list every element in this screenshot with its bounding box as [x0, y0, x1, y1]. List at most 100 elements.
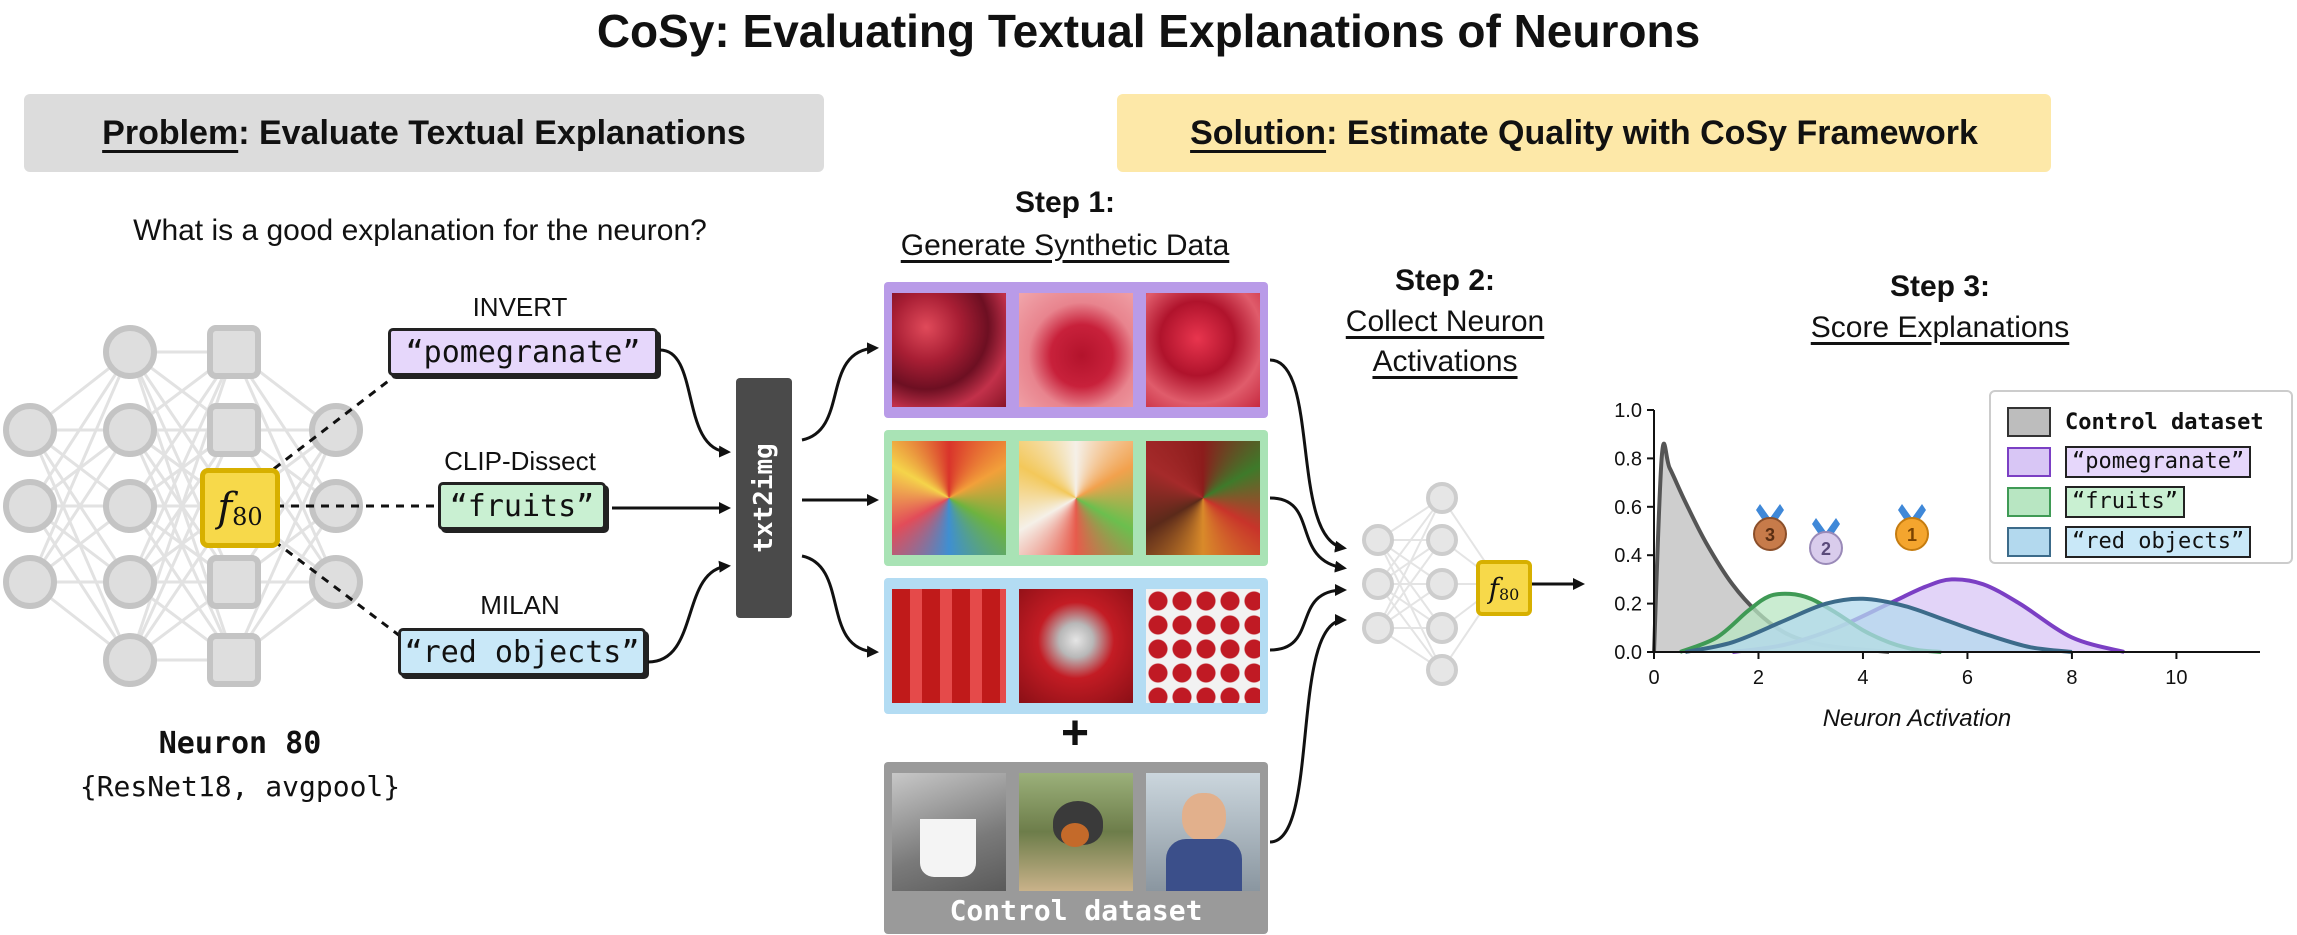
problem-rest: : Evaluate Textual Explanations: [238, 113, 746, 152]
network-node: [1362, 568, 1394, 600]
method-clip-dissect: CLIP-Dissect: [444, 446, 596, 476]
network-node: [207, 403, 261, 457]
output-neuron-symbol: f: [1488, 571, 1499, 605]
problem-banner: Problem: Evaluate Textual Explanations: [24, 94, 824, 172]
x-tick-label: 6: [1962, 667, 1973, 689]
rank-gold: 1: [1907, 525, 1917, 545]
solution-rest: : Estimate Quality with CoSy Framework: [1326, 113, 1978, 152]
series-area-0: [1654, 443, 1890, 652]
network-node: [3, 555, 57, 609]
legend-label: “fruits”: [2065, 486, 2185, 518]
y-tick-label: 0.0: [1614, 642, 1642, 664]
page-title: CoSy: Evaluating Textual Explanations of…: [596, 5, 1701, 57]
network-node: [1426, 612, 1458, 644]
network-node: [103, 325, 157, 379]
network-node: [1362, 524, 1394, 556]
network-node: [1426, 568, 1458, 600]
x-tick-label: 4: [1857, 667, 1868, 689]
x-axis-label: Neuron Activation: [1823, 705, 2012, 732]
solution-banner: Solution: Estimate Quality with CoSy Fra…: [1117, 94, 2051, 172]
legend-swatch: [2007, 447, 2051, 477]
step2-heading: Step 2:: [1394, 264, 1496, 297]
network-node: [3, 403, 57, 457]
network-node: [309, 403, 363, 457]
network-node: [103, 555, 157, 609]
txt2img-label: txt2img: [749, 443, 780, 553]
network-node: [103, 633, 157, 687]
method-invert: INVERT: [472, 292, 568, 322]
neuron-label: Neuron 80: [158, 726, 322, 761]
step1-subheading: Generate Synthetic Data: [900, 229, 1230, 262]
image-tile: [1146, 589, 1260, 703]
image-tile: [1019, 293, 1133, 407]
series-line-3: [1684, 596, 2073, 654]
x-tick-label: 0: [1648, 667, 1659, 689]
image-tile: [892, 441, 1006, 555]
image-tile: [1019, 441, 1133, 555]
image-tile: [892, 589, 1006, 703]
network-node: [1362, 612, 1394, 644]
rank-bronze: 3: [1765, 525, 1775, 545]
rank-medals: 3 2 1: [1753, 504, 1929, 565]
x-tick-label: 10: [2165, 667, 2187, 689]
question-text: What is a good explanation for the neuro…: [133, 214, 707, 247]
explanation-red-objects: “red objects”: [398, 628, 646, 676]
solution-key: Solution: [1190, 113, 1327, 152]
medal-silver: 2: [1809, 518, 1843, 565]
legend-item-control: Control dataset: [2007, 406, 2264, 438]
legend-swatch: [2007, 407, 2051, 437]
control-dataset-panel: Control dataset: [884, 762, 1268, 934]
legend-item-fruits: “fruits”: [2007, 486, 2185, 518]
image-tile: [892, 773, 1006, 891]
network-node: [1426, 654, 1458, 686]
image-tile: [1146, 293, 1260, 407]
network-node: [103, 403, 157, 457]
output-neuron-subscript: 80: [1499, 584, 1520, 604]
neural-network-diagram: [3, 325, 438, 687]
image-tile: [1019, 773, 1133, 891]
network-node: [207, 555, 261, 609]
x-tick-label: 2: [1753, 667, 1764, 689]
network-node: [207, 325, 261, 379]
synthetic-panel-red-objects: [884, 578, 1268, 714]
network-node: [207, 633, 261, 687]
legend-item-red-objects: “red objects”: [2007, 526, 2252, 558]
explanation-pomegranate: “pomegranate”: [388, 328, 658, 376]
synthetic-panel-fruits: [884, 430, 1268, 566]
image-tile: [892, 293, 1006, 407]
explanation-fruits: “fruits”: [438, 482, 606, 530]
medal-bronze: 3: [1753, 504, 1787, 551]
method-milan: MILAN: [480, 590, 560, 620]
legend-label: “red objects”: [2065, 526, 2252, 558]
network-node: [309, 555, 363, 609]
network-node: [103, 479, 157, 533]
step2-subheading-1: Collect Neuron: [1345, 305, 1545, 338]
legend-label: Control dataset: [2065, 409, 2264, 435]
step1-heading: Step 1:: [1014, 186, 1116, 219]
image-tile: [1146, 773, 1260, 891]
step3-subheading: Score Explanations: [1810, 311, 2070, 344]
step3-heading: Step 3:: [1889, 270, 1991, 303]
control-dataset-label: Control dataset: [949, 894, 1203, 927]
legend-label: “pomegranate”: [2065, 446, 2252, 478]
medal-gold: 1: [1895, 504, 1929, 551]
neuron-context: {ResNet18, avgpool}: [79, 770, 401, 803]
network-node: [3, 479, 57, 533]
step2-subheading-2: Activations: [1372, 345, 1518, 378]
chart-legend: Control dataset “pomegranate” “fruits” “…: [1989, 390, 2293, 564]
problem-key: Problem: [102, 113, 239, 152]
y-tick-label: 0.4: [1614, 545, 1642, 567]
y-tick-label: 0.8: [1614, 448, 1642, 470]
image-tile: [1019, 589, 1133, 703]
legend-swatch: [2007, 527, 2051, 557]
y-tick-label: 0.2: [1614, 594, 1642, 616]
x-tick-label: 8: [2066, 667, 2077, 689]
rank-silver: 2: [1821, 539, 1831, 559]
plus-sign: +: [1060, 707, 1090, 760]
legend-item-pomegranate: “pomegranate”: [2007, 446, 2252, 478]
neuron-subscript: 80: [232, 503, 263, 531]
